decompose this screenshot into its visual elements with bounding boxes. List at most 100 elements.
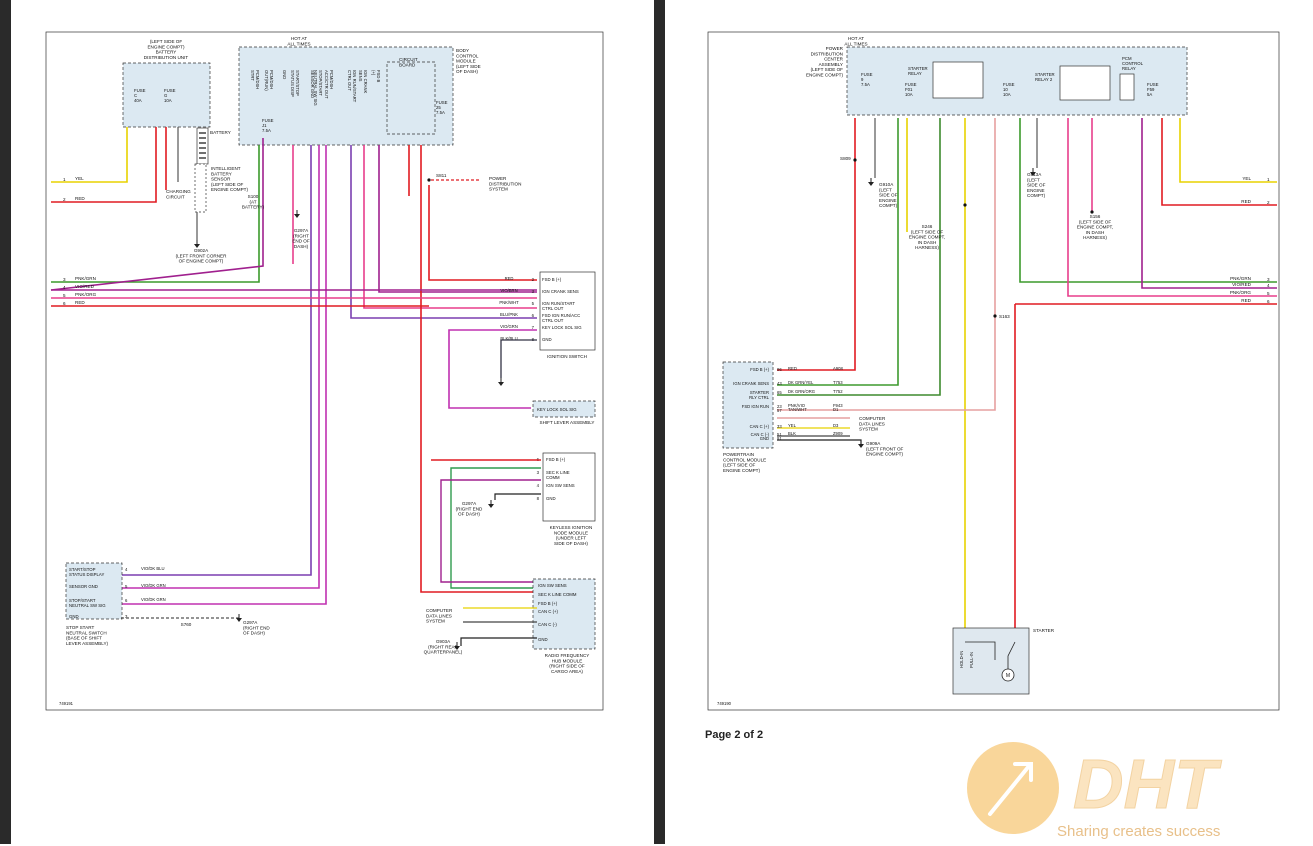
label-line: S156: [1090, 214, 1101, 219]
diagram-frame: [707, 31, 1280, 711]
starter-relay: [932, 61, 984, 99]
label-line: BATTERY: [211, 171, 232, 176]
label-line: FUSE: [262, 118, 274, 123]
ign-pin-label: FSD B (+): [542, 277, 562, 282]
label-line: (AT: [249, 199, 256, 204]
label-line: 6: [1267, 299, 1270, 304]
body-control-module: [238, 46, 454, 146]
label-line: FSD B (+): [750, 367, 769, 372]
label-line: YEL: [1242, 176, 1251, 181]
label-line: START/STOP: [295, 70, 300, 96]
label-line: 4: [125, 567, 128, 572]
stop-start-wire-label: VIO/DK BLU: [141, 566, 165, 571]
rfhub-pin-label: CAN C (+): [538, 609, 559, 614]
label-line: G913A: [1027, 172, 1042, 177]
label-line: SYSTEM: [859, 427, 878, 432]
label-line: VIO/DK BLU: [141, 566, 165, 571]
label-line: (LEFT: [879, 187, 892, 192]
label-line: 2: [63, 197, 66, 202]
label-line: ENGINE COMPT): [806, 72, 843, 77]
label-line: (RIGHT END: [456, 506, 483, 511]
g297a-ground-icon: [294, 214, 300, 218]
label-line: VIO/BRN: [500, 288, 517, 293]
label-line: DATA LINES: [859, 421, 885, 426]
wire-kin-kline: [450, 467, 541, 589]
left-pin-wire-label: PNK/ORG: [75, 292, 97, 297]
s163-label: S163: [999, 314, 1010, 319]
pcm-pin-label: FSD IGN RUN: [742, 404, 769, 409]
bcm-pin-label: GND: [282, 70, 287, 79]
label-line: CIRCUIT: [399, 57, 418, 62]
pcm-wire-label: YEL: [788, 423, 797, 428]
ign-pin-number: 5: [532, 301, 535, 306]
wire-blk-blu: [500, 339, 537, 378]
label-line: F943: [833, 403, 843, 408]
stop-start-wire-label: VIO/DK GRN: [141, 583, 166, 588]
label-line: RED: [788, 366, 797, 371]
label-line: 7.5A: [861, 82, 870, 87]
label-line: (LEFT SIDE: [456, 64, 481, 69]
left-pin-number: 1: [63, 177, 66, 182]
label-line: 40A: [134, 98, 142, 103]
label-line: FUSE: [861, 72, 873, 77]
left-pin-wire-label: RED: [75, 196, 85, 201]
stop-start-neutral-switch: [65, 562, 123, 620]
label-line: S760: [181, 622, 192, 627]
label-line: 4: [1267, 283, 1270, 288]
ign-pin-number: 6: [532, 313, 535, 318]
label-line: G297A: [462, 501, 477, 506]
stop-start-pin-label: SENSOR GND: [69, 584, 98, 589]
label-line: 3: [1267, 277, 1270, 282]
label-line: ALL TIMES: [844, 41, 867, 46]
label-line: ENGINE COMPT,: [909, 235, 945, 240]
ign-wire-label: BLK/BLU: [500, 336, 517, 341]
label-line: 3: [537, 470, 540, 475]
label-line: ASSEMBLY: [819, 62, 843, 67]
pcm-wire-label: PNK/VIO: [788, 403, 806, 408]
label-line: HUB MODULE: [552, 658, 583, 663]
wire-rf-gnd: [460, 637, 537, 646]
label-line: D3: [833, 423, 839, 428]
left-pin-wire-label: PNK/GRN: [75, 276, 96, 281]
label-line: SEC K LINE: [546, 470, 570, 475]
label-line: S809: [840, 156, 851, 161]
pcm-wire-label: TAN/WHT: [788, 407, 807, 412]
label-line: CONTROL: [1122, 61, 1144, 66]
label-line: (LEFT SIDE OF: [723, 463, 756, 468]
label-line: VIO/DK GRN: [141, 597, 166, 602]
starter-pull-label: PULL-IN: [969, 652, 974, 668]
label-line: FSD IGN RUN/ACC: [542, 313, 580, 318]
label-line: GND: [760, 436, 769, 441]
left-pin-number: 6: [63, 301, 66, 306]
label-line: KEY LOCK SOL SIG: [537, 407, 577, 412]
label-line: CAN C (+): [750, 424, 770, 429]
right-pin-wire-label: RED: [1241, 298, 1251, 303]
label-line: FSD B (+): [538, 601, 558, 606]
label-line: IGN CRANK SENS: [733, 381, 769, 386]
pcm-circuit-label: F943: [833, 403, 843, 408]
starter-motor: [952, 627, 1030, 695]
label-line: BLK/BLU: [500, 336, 517, 341]
label-line: VIO/DK GRN: [141, 583, 166, 588]
wire-yel: [51, 127, 128, 183]
label-line: IGN CRANK: [363, 70, 368, 93]
g297a-4-ground-icon: [236, 618, 242, 622]
s809-dot: [853, 158, 857, 162]
label-line: 23: [777, 404, 782, 409]
label-line: RED: [75, 196, 85, 201]
label-line: S246: [922, 224, 933, 229]
wire-yel-r: [1179, 118, 1277, 183]
label-line: 3: [125, 614, 128, 619]
